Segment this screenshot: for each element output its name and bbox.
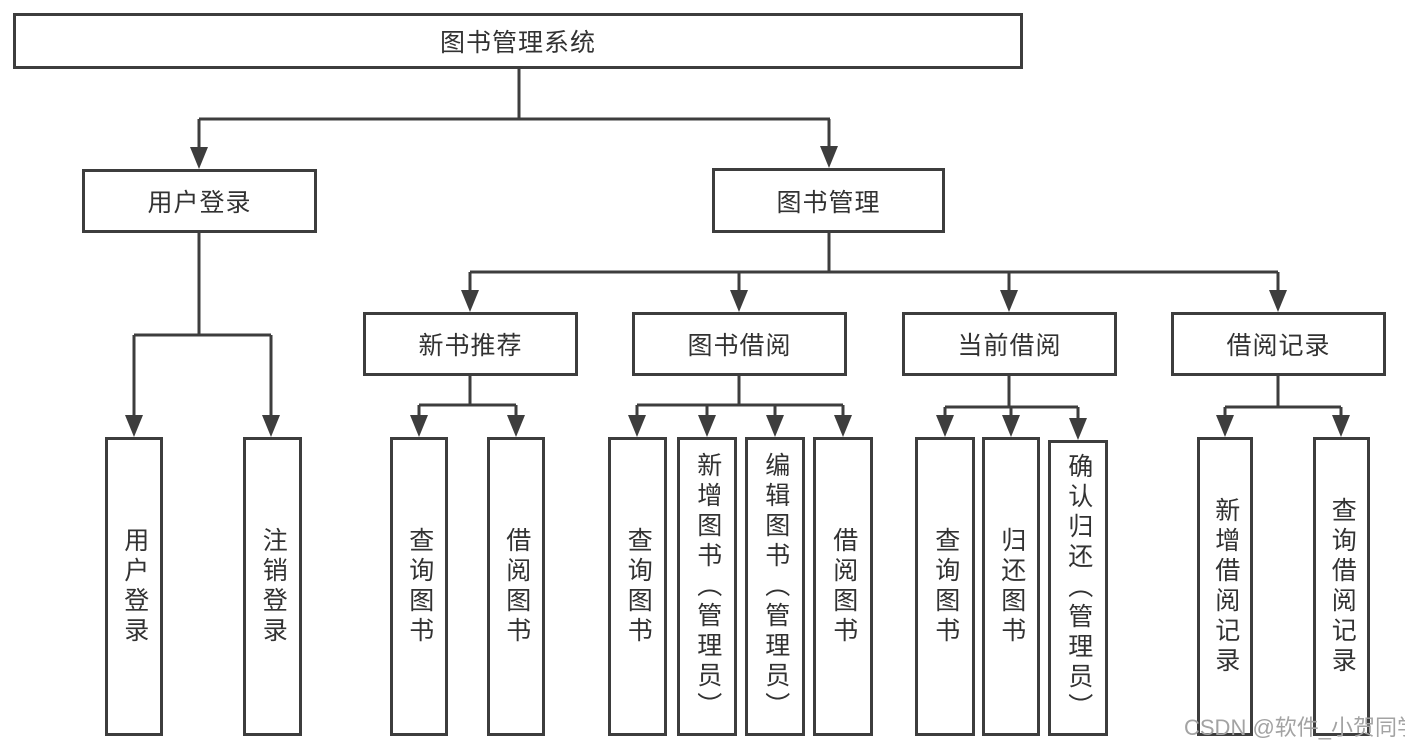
leaf-edit-books-admin: 编辑图书（管理员）: [745, 437, 805, 736]
leaf-label: 用户登录: [120, 526, 149, 647]
node-book-borrowing: 图书借阅: [632, 312, 847, 376]
node-label: 借阅记录: [1226, 332, 1331, 360]
leaf-label: 注销登录: [259, 526, 288, 647]
arrow-down-icon: [461, 290, 479, 312]
leaf-label: 借阅图书: [829, 526, 858, 647]
leaf-borrow-books-recommend: 借阅图书: [487, 437, 545, 736]
arrow-down-icon: [1216, 415, 1234, 437]
arrow-down-icon: [1069, 418, 1087, 440]
leaf-query-borrow-record: 查询借阅记录: [1313, 437, 1370, 736]
node-current-borrowing: 当前借阅: [902, 312, 1117, 376]
node-label: 图书借阅: [687, 332, 792, 360]
leaf-return-books: 归还图书: [982, 437, 1040, 736]
leaf-label: 查询借阅记录: [1328, 496, 1357, 677]
arrow-down-icon: [1269, 290, 1287, 312]
node-label: 图书管理系统: [439, 29, 596, 57]
arrow-down-icon: [834, 415, 852, 437]
node-label: 新书推荐: [418, 332, 523, 360]
arrow-down-icon: [766, 415, 784, 437]
node-label: 图书管理: [776, 188, 881, 217]
leaf-label: 确认归还（管理员）: [1064, 453, 1093, 723]
leaf-label: 借阅图书: [502, 526, 531, 647]
node-new-book-recommend: 新书推荐: [363, 312, 578, 376]
leaf-query-books-borrowing: 查询图书: [608, 437, 667, 736]
node-borrowing-records: 借阅记录: [1171, 312, 1386, 376]
arrow-down-icon: [730, 290, 748, 312]
arrow-down-icon: [410, 415, 428, 437]
leaf-label: 新增图书（管理员）: [693, 451, 722, 722]
node-book-management-system: 图书管理系统: [13, 13, 1023, 69]
leaf-label: 查询图书: [931, 526, 960, 647]
arrow-down-icon: [1332, 415, 1350, 437]
arrow-down-icon: [125, 415, 143, 437]
leaf-label: 新增借阅记录: [1211, 496, 1240, 677]
node-label: 用户登录: [147, 189, 252, 217]
leaf-label: 编辑图书（管理员）: [761, 451, 790, 722]
node-user-login: 用户登录: [82, 169, 317, 233]
leaf-borrow-books-borrowing: 借阅图书: [813, 437, 873, 736]
arrow-down-icon: [190, 147, 208, 169]
arrow-down-icon: [507, 415, 525, 437]
csdn-watermark: CSDN @软件_小贺同学: [1184, 715, 1405, 740]
leaf-label: 查询图书: [405, 526, 434, 647]
arrow-down-icon: [698, 415, 716, 437]
leaf-query-books-current: 查询图书: [915, 437, 975, 736]
arrow-down-icon: [262, 415, 280, 437]
leaf-confirm-return-admin: 确认归还（管理员）: [1048, 440, 1108, 736]
arrow-down-icon: [936, 415, 954, 437]
arrow-down-icon: [628, 415, 646, 437]
node-book-management: 图书管理: [712, 168, 945, 233]
leaf-query-books-recommend: 查询图书: [390, 437, 448, 736]
node-label: 当前借阅: [957, 332, 1062, 360]
arrow-down-icon: [1000, 290, 1018, 312]
arrow-down-icon: [820, 146, 838, 168]
leaf-user-login: 用户登录: [105, 437, 163, 736]
leaf-add-books-admin: 新增图书（管理员）: [677, 437, 737, 736]
leaf-add-borrow-record: 新增借阅记录: [1197, 437, 1253, 736]
leaf-label: 归还图书: [997, 526, 1026, 647]
arrow-down-icon: [1002, 415, 1020, 437]
leaf-label: 查询图书: [624, 526, 653, 647]
leaf-logout: 注销登录: [243, 437, 302, 736]
